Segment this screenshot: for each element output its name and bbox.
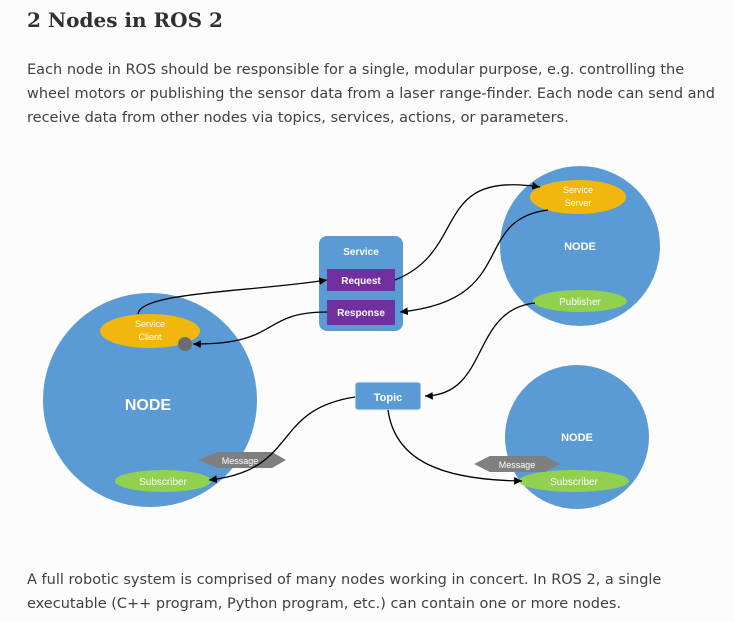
server-node-label: NODE — [564, 241, 596, 253]
service-client-label-line1: Service — [135, 319, 165, 329]
publisher-ellipse — [533, 290, 627, 312]
service-server-label-line2: Server — [565, 198, 592, 208]
ros-nodes-diagram: NODE NODE NODE Service Request Response … — [43, 166, 660, 509]
response-label: Response — [337, 308, 385, 319]
publisher-label: Publisher — [559, 297, 601, 308]
publisher-to-topic-arrow — [424, 302, 536, 400]
message-right-tag — [474, 456, 560, 472]
topic-to-right-subscriber-arrow — [387, 409, 523, 485]
service-client-label-line2: Client — [138, 332, 162, 342]
topic-to-left-subscriber-arrow — [208, 396, 356, 484]
section-heading: 2 Nodes in ROS 2 — [27, 8, 223, 32]
client-port-dot — [178, 337, 192, 351]
outro-paragraph: A full robotic system is comprised of ma… — [27, 572, 662, 612]
subscriber-right-ellipse — [519, 470, 629, 492]
service-server-ellipse — [530, 180, 626, 214]
request-to-server-arrow — [394, 181, 541, 281]
response-to-client-arrow — [192, 311, 328, 348]
message-right-label: Message — [499, 460, 536, 470]
request-label: Request — [341, 276, 381, 287]
service-client-ellipse — [100, 314, 200, 348]
response-box — [327, 300, 395, 325]
subscriber-left-ellipse — [115, 470, 211, 492]
subscriber-right-label: Subscriber — [550, 477, 598, 488]
service-box-label: Service — [343, 247, 379, 258]
topic-label: Topic — [374, 392, 403, 404]
message-left-tag — [198, 452, 286, 468]
message-left-label: Message — [222, 456, 259, 466]
subscriber-node-label: NODE — [561, 432, 593, 444]
request-box — [327, 269, 395, 291]
big-node-label: NODE — [125, 397, 172, 414]
big-node-circle — [43, 293, 257, 507]
subscriber-left-label: Subscriber — [139, 477, 187, 488]
service-server-label-line1: Service — [563, 185, 593, 195]
client-to-request-arrow — [137, 277, 328, 315]
intro-paragraph: Each node in ROS should be responsible f… — [27, 62, 715, 126]
server-to-response-arrow — [399, 209, 549, 316]
